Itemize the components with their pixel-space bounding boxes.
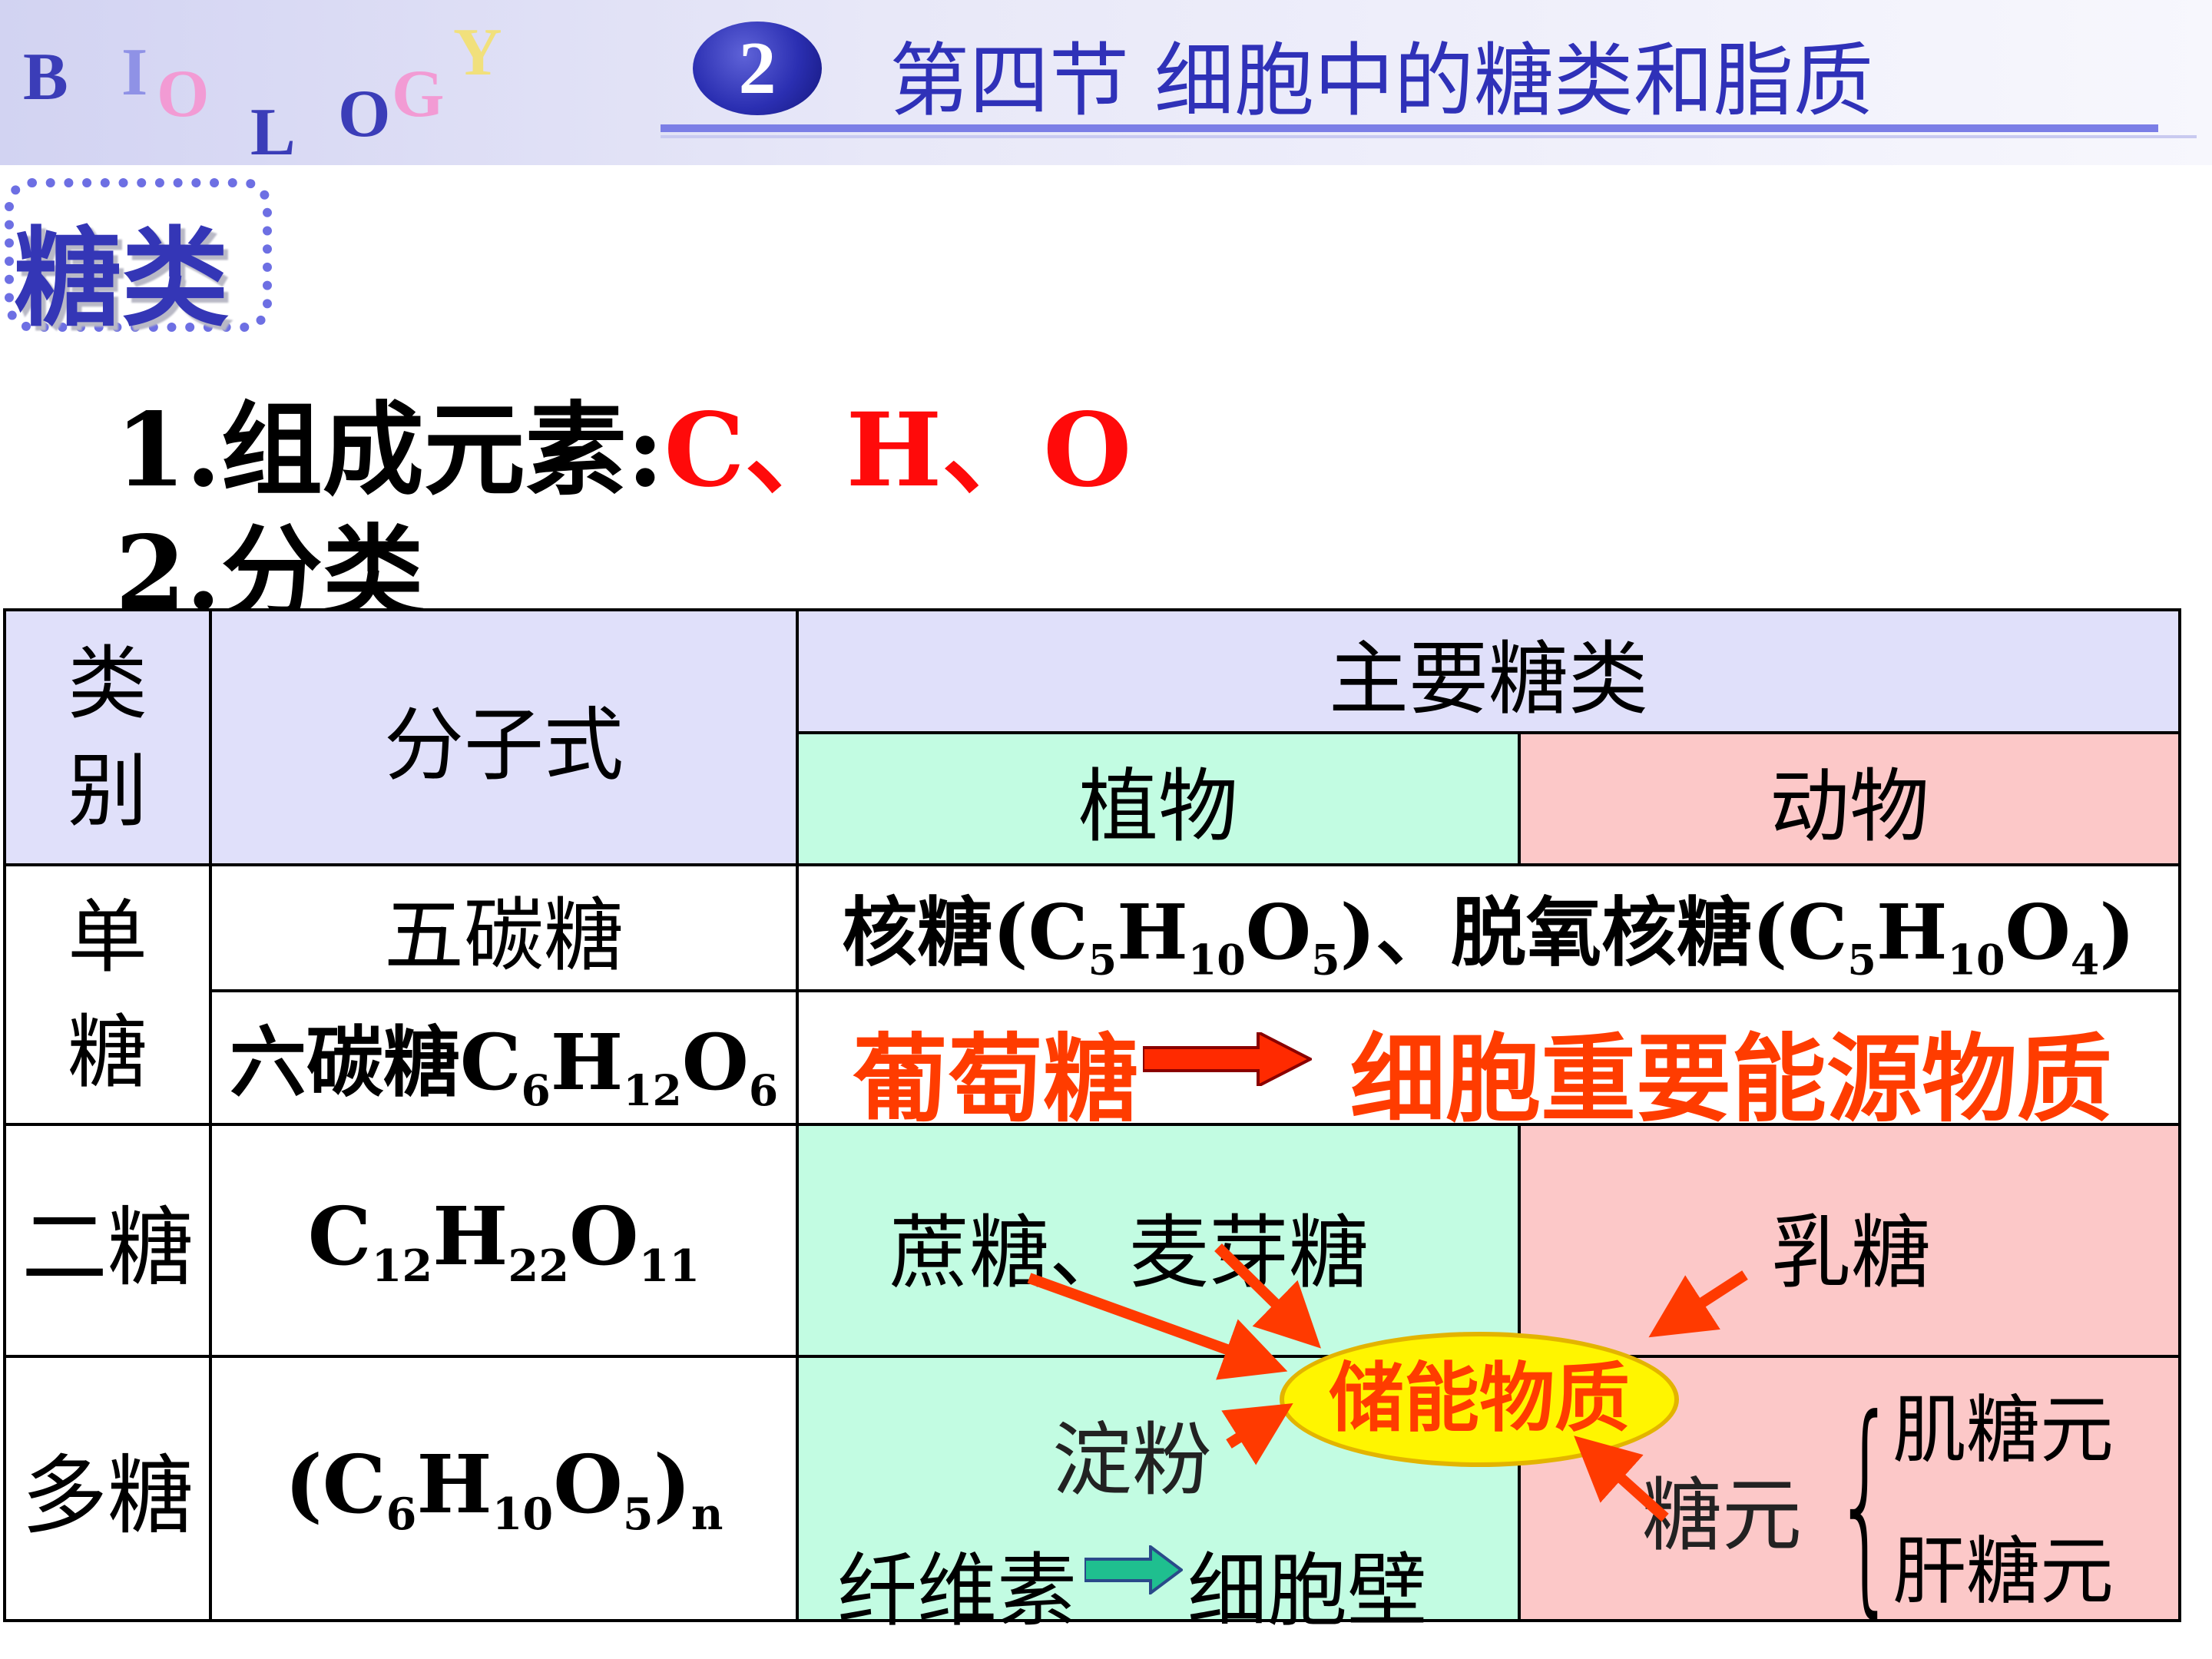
hexose-text: H (550, 1017, 624, 1108)
sugar-classification-table: 类别 分子式 主要糖类 植物 动物 单糖 五碳糖 核糖(C5H10O5)、脱氧核… (3, 608, 2182, 1622)
hexose-text: O (681, 1017, 749, 1108)
starch: 淀粉 (1052, 1413, 1213, 1507)
topic-box (5, 178, 272, 332)
logo-letter: G (392, 57, 445, 131)
di-plant-cell (796, 1123, 1521, 1358)
subscript: 4 (2070, 935, 2100, 985)
storage-label: 储能物质 (1328, 1355, 1630, 1442)
formula-text: ) (653, 1437, 691, 1532)
glycogen-brace: { (1833, 1369, 1899, 1637)
header-formula: 分子式 (209, 608, 799, 866)
subscript: 5 (1311, 935, 1340, 985)
header-category-text: 类别 (67, 637, 147, 838)
muscle-glycogen: 肌糖元 (1892, 1387, 2114, 1473)
glucose-cell: 葡萄糖 细胞重要能源物质 (795, 989, 2182, 1135)
subscript: 5 (622, 1488, 654, 1540)
formula-text: O (569, 1189, 639, 1284)
pentose-text: )、脱氧核糖(C (1339, 888, 1848, 977)
hexose-text: 六碳糖C (229, 1017, 522, 1108)
liver-glycogen: 肝糖元 (1892, 1528, 2114, 1614)
cellulose: 纤维素 (837, 1544, 1078, 1637)
di-animal-cell (1517, 1123, 2182, 1358)
di-label: 二糖 (3, 1123, 212, 1358)
biology-logo: B I O L O G Y (0, 0, 538, 170)
header-plant: 植物 (796, 731, 1521, 866)
pentose-examples: 核糖(C5H10O5)、脱氧核糖(C5H10O4) (795, 863, 2182, 992)
logo-letter: Y (453, 15, 502, 90)
cellulose-arrow (1084, 1545, 1183, 1594)
header-animal: 动物 (1517, 731, 2182, 866)
logo-letter: I (121, 35, 148, 110)
mono-label: 单糖 (3, 863, 212, 1126)
pentose-text: ) (2099, 888, 2135, 977)
poly-formula: (C6H10O5)n (209, 1355, 799, 1622)
arrow-sucrose (1027, 1273, 1288, 1380)
subscript: 6 (748, 1065, 779, 1115)
subscript: 10 (492, 1488, 554, 1540)
subscript: 5 (1847, 935, 1876, 985)
glucose: 葡萄糖 (853, 1025, 1139, 1135)
subscript: 11 (638, 1240, 700, 1292)
arrow-lactose (1648, 1270, 1748, 1338)
subscript: n (690, 1488, 724, 1540)
arrow-glycogen (1574, 1435, 1669, 1522)
arrow-starch (1221, 1403, 1293, 1465)
lesson-title: 第四节 细胞中的糖类和脂质 (889, 34, 1874, 127)
header-divider (661, 124, 2158, 132)
hexose: 六碳糖C6H12O6 (209, 989, 799, 1126)
glycogen: 糖元 (1642, 1469, 1803, 1562)
subscript: 10 (1947, 935, 2005, 985)
header-main-sugars: 主要糖类 (795, 608, 2182, 734)
subscript: 6 (386, 1488, 417, 1540)
disaccharide-animal: 乳糖 (1771, 1206, 1932, 1300)
section-number-badge: 2 (693, 22, 822, 115)
arrow-group (1027, 1243, 1748, 1522)
header-divider-shadow (661, 135, 2197, 138)
formula-text: H (416, 1437, 492, 1532)
cell-wall: 细胞壁 (1187, 1544, 1428, 1637)
point-elements: 1.组成元素:C、H、O (115, 369, 1131, 515)
logo-letter: O (338, 77, 391, 151)
formula-text: H (432, 1189, 508, 1284)
formula-text: C (307, 1189, 372, 1284)
subscript: 12 (371, 1240, 433, 1292)
subscript: 12 (623, 1065, 682, 1115)
point-elements-label: 1.组成元素: (115, 391, 664, 510)
pentose-text: H (1876, 888, 1948, 977)
formula-text: (C (284, 1437, 386, 1532)
poly-label: 多糖 (3, 1355, 212, 1622)
topic-label: 糖类 (14, 217, 230, 342)
di-formula: C12H22O11 (209, 1123, 799, 1358)
pentose-text: 核糖(C (842, 888, 1088, 977)
formula-text: O (553, 1437, 623, 1532)
pentose-text: O (1245, 888, 1312, 977)
subscript: 6 (521, 1065, 551, 1115)
arrow-maltose (1214, 1243, 1321, 1349)
mono-label-text: 单糖 (67, 890, 147, 1099)
logo-letter: B (23, 40, 68, 114)
element-list: C、H、O (664, 391, 1132, 510)
pentose: 五碳糖 (209, 863, 799, 992)
pentose-text: H (1117, 888, 1188, 977)
subscript: 5 (1088, 935, 1118, 985)
glucose-role: 细胞重要能源物质 (1350, 1025, 2113, 1135)
pentose-text: O (2005, 888, 2071, 977)
logo-letter: O (157, 57, 210, 131)
glucose-arrow (1143, 1032, 1312, 1086)
subscript: 10 (1187, 935, 1246, 985)
subscript: 22 (508, 1240, 570, 1292)
logo-letter: L (250, 95, 296, 170)
header-category: 类别 (3, 608, 212, 866)
